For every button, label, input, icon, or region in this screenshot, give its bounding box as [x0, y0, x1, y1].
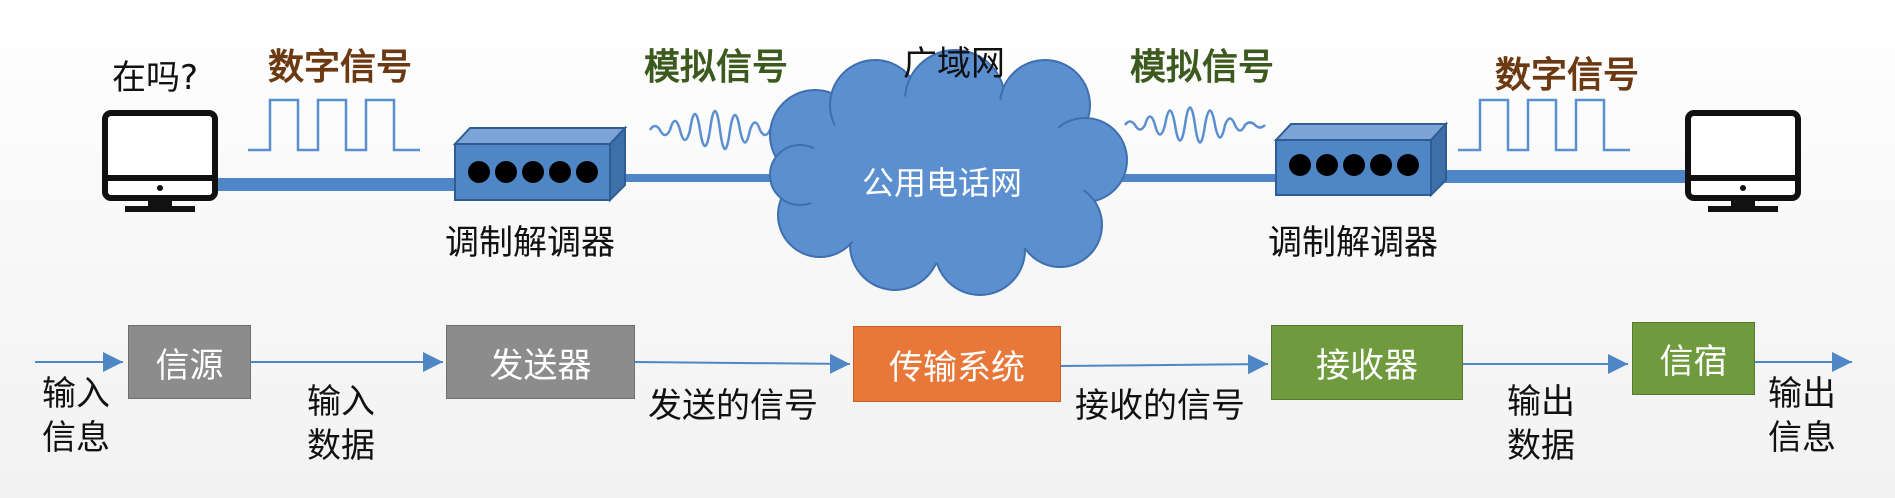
analog-waveform-right — [1123, 106, 1266, 144]
sent-signal-label: 发送的信号 — [648, 386, 818, 426]
link-modem-computer-right — [1440, 170, 1690, 183]
received-signal-label: 接收的信号 — [1075, 386, 1245, 426]
arrow-sent-signal — [634, 353, 851, 374]
computer-right-icon — [1685, 110, 1801, 212]
modem-right-label: 调制解调器 — [1268, 223, 1438, 263]
transmission-system-box: 传输系统 — [853, 326, 1061, 402]
digital-signal-label-left: 数字信号 — [268, 47, 413, 88]
link-computer-modem-left — [218, 178, 456, 191]
modem-left-icon — [452, 125, 628, 203]
computer-left-icon — [102, 110, 218, 212]
modem-right-icon — [1273, 121, 1449, 198]
output-info-label: 输出信息 — [1768, 374, 1836, 458]
transmitter-box: 发送器 — [446, 325, 635, 399]
digital-signal-label-right: 数字信号 — [1495, 55, 1640, 96]
receiver-box: 接收器 — [1271, 325, 1463, 400]
link-modem-cloud-left — [620, 174, 790, 182]
wan-label: 广域网 — [903, 44, 1005, 84]
digital-waveform-left — [248, 98, 420, 152]
cloud-icon — [769, 49, 1128, 296]
input-info-label: 输入信息 — [42, 374, 110, 458]
digital-waveform-right — [1458, 98, 1630, 152]
link-cloud-modem-right — [1118, 174, 1278, 182]
question-label: 在吗? — [112, 58, 199, 98]
destination-box: 信宿 — [1632, 322, 1755, 395]
analog-signal-label-right: 模拟信号 — [1130, 47, 1275, 88]
analog-waveform-left — [648, 109, 791, 151]
output-data-label: 输出数据 — [1507, 382, 1575, 466]
modem-left-label: 调制解调器 — [445, 223, 615, 263]
arrow-received-signal — [1059, 354, 1269, 375]
source-box: 信源 — [128, 325, 251, 399]
cloud-label: 公用电话网 — [862, 164, 1023, 202]
input-data-label: 输入数据 — [307, 382, 375, 466]
analog-signal-label-left: 模拟信号 — [644, 47, 789, 88]
